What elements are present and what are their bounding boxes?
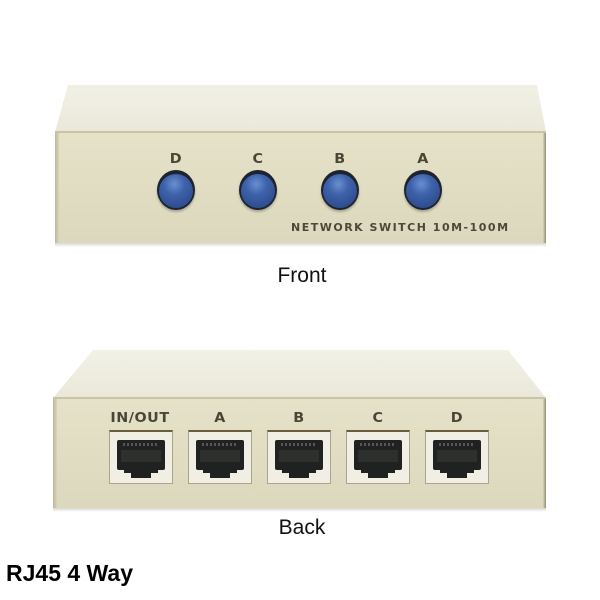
- network-switch-engraving: NETWORK SWITCH 10M-100M: [291, 221, 510, 234]
- port-label-b: B: [293, 411, 305, 426]
- button-label-c: C: [252, 152, 264, 167]
- push-button-b[interactable]: [321, 170, 359, 210]
- button-label-d: D: [169, 152, 183, 167]
- rj45-port-c[interactable]: [346, 430, 410, 484]
- push-button-c[interactable]: [239, 170, 277, 210]
- rj45-port-a[interactable]: [188, 430, 252, 484]
- button-label-b: B: [334, 152, 346, 167]
- rj45-port-d[interactable]: [425, 430, 489, 484]
- port-label-c: C: [372, 411, 384, 426]
- port-label-d: D: [450, 411, 464, 426]
- port-label-a: A: [214, 411, 226, 426]
- back-caption: Back: [278, 516, 326, 539]
- front-box-panel: [55, 131, 546, 243]
- front-box-top: [55, 85, 546, 132]
- rj45-port-in-out[interactable]: [109, 430, 173, 484]
- front-box-shadow: [55, 243, 546, 247]
- button-label-a: A: [417, 152, 429, 167]
- front-caption: Front: [277, 264, 327, 287]
- push-button-d[interactable]: [157, 170, 195, 210]
- rj45-port-b[interactable]: [267, 430, 331, 484]
- back-box-top: [53, 350, 546, 398]
- push-button-a[interactable]: [404, 170, 442, 210]
- back-box-shadow: [53, 508, 546, 512]
- product-title: RJ45 4 Way: [6, 560, 133, 586]
- port-label-in-out: IN/OUT: [110, 411, 170, 426]
